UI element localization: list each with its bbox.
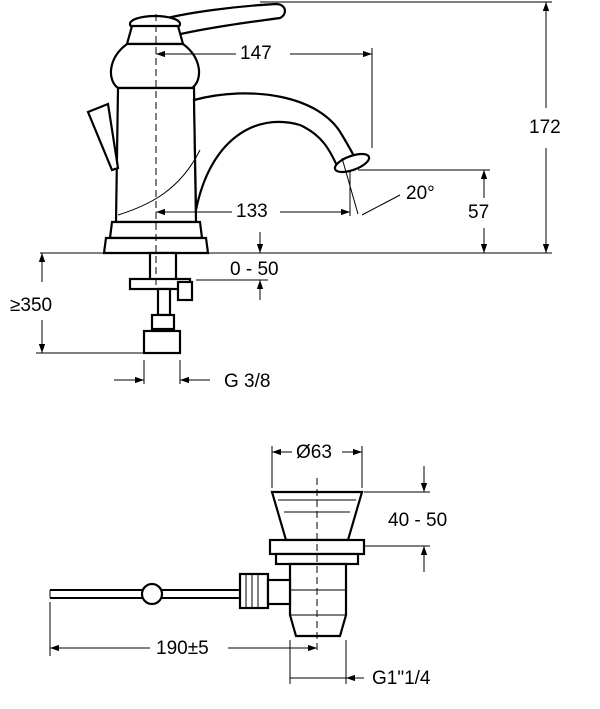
dim-offset-label: 133 <box>234 201 270 222</box>
dim-connection-label: G 3/8 <box>222 371 273 392</box>
dim-spout-height-label: 57 <box>466 202 492 223</box>
dim-rod-label: 190±5 <box>154 638 211 659</box>
faucet-drawing <box>36 1 552 384</box>
dim-stroke-label: 40 - 50 <box>386 510 450 531</box>
dim-reach-label: 147 <box>238 43 274 64</box>
dim-hose-label: ≥350 <box>8 295 55 316</box>
dim-thread-label: G1"1/4 <box>370 668 433 689</box>
dim-deck-label: 0 - 50 <box>228 259 281 280</box>
dim-angle-label: 20° <box>404 183 437 204</box>
waste-drawing <box>49 446 430 684</box>
dim-height-label: 172 <box>527 117 563 138</box>
dim-diameter-label: Ø63 <box>294 442 334 463</box>
